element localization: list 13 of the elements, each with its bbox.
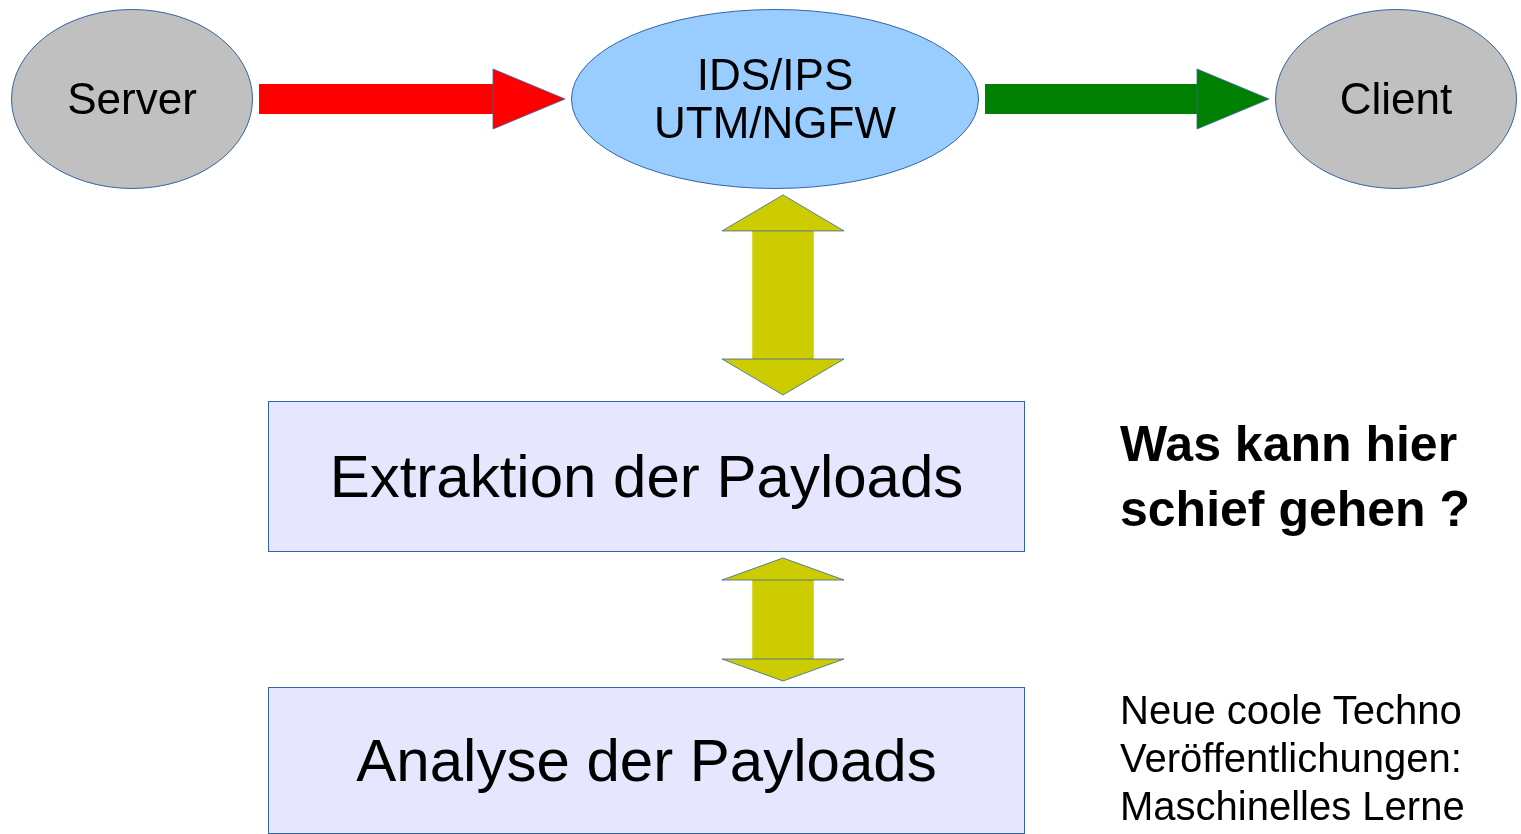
question-text: Was kann hier schief gehen ? [1120,415,1472,539]
process-box [268,687,1025,834]
block-arrow [721,557,845,682]
node-label: Analyse der Payloads [356,727,937,794]
block-arrow [721,194,845,396]
block-arrow [985,68,1270,130]
node-label: Client [1339,74,1453,124]
block-arrow [259,68,566,130]
node-label: Extraktion der Payloads [329,443,964,510]
note-text: Neue coole Techno Veröffentlichungen: Maschinelles Lerne [1120,687,1466,830]
node-label: IDS/IPS UTM/NGFW [653,50,897,148]
process-box [268,401,1025,552]
node-label: Server [67,74,197,124]
